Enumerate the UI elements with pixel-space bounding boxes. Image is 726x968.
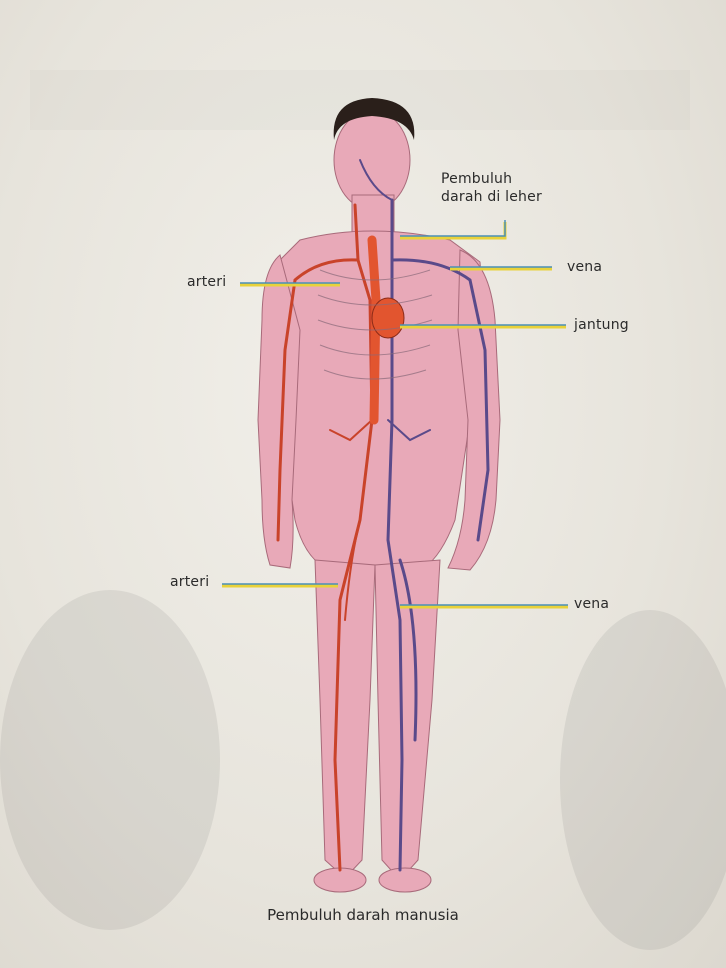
label-vein-lower: vena (574, 596, 609, 613)
label-neck-vessel-line2: darah di leher (441, 189, 542, 206)
figure-caption: Pembuluh darah manusia (0, 906, 726, 924)
label-vein-upper: vena (567, 259, 602, 276)
label-artery-upper: arteri (187, 274, 226, 291)
label-artery-lower: arteri (170, 574, 209, 591)
label-heart: jantung (574, 317, 629, 334)
label-neck-vessel-line1: Pembuluh (441, 171, 512, 188)
body-silhouette (258, 110, 500, 892)
